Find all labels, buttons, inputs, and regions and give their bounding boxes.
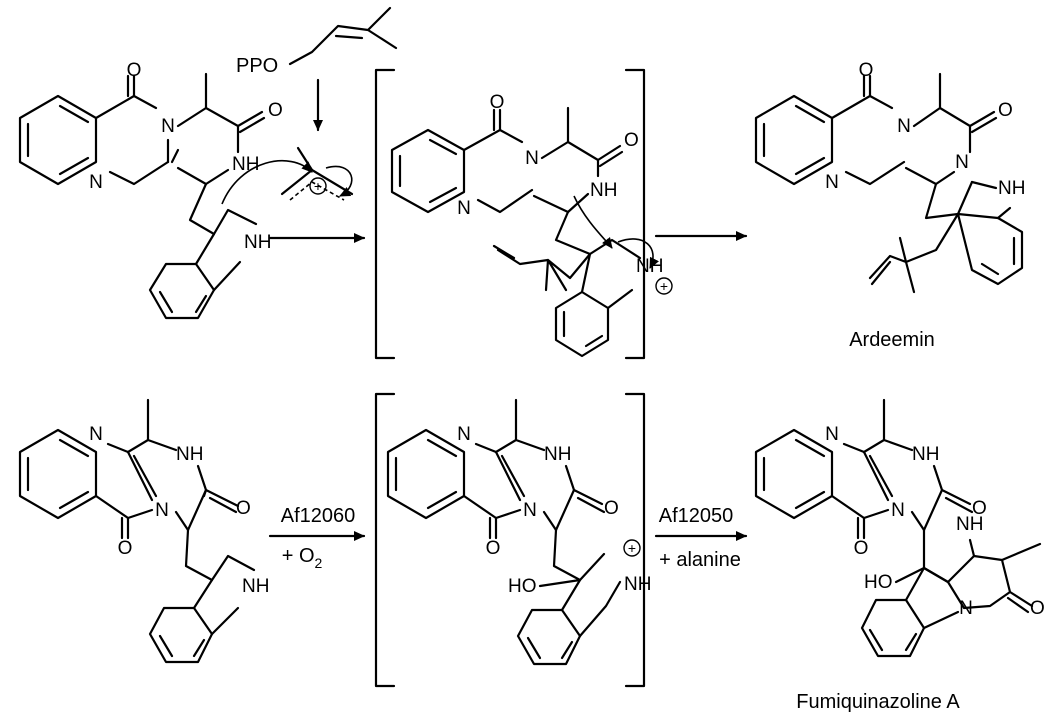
amide-nh: NH	[176, 444, 203, 465]
carbonyl-oxygen: O	[236, 498, 251, 519]
indolium-nh: NH	[624, 574, 651, 595]
bracket-right-top	[624, 68, 646, 360]
bracket-right-bottom	[624, 392, 646, 688]
bracket-left-top	[374, 68, 396, 360]
curly-arrow-attack	[221, 159, 313, 205]
top-intermediate-molecule: O N N O NH NH +	[390, 92, 673, 358]
carbonyl-oxygen: O	[859, 60, 874, 81]
indole-nh: NH	[244, 232, 271, 253]
bottom-substrate-molecule: N N NH O O NH	[18, 398, 269, 664]
carbonyl-oxygen: O	[486, 538, 501, 559]
fumiquinazoline-a-molecule: N N NH O O HO NH N O	[754, 398, 1045, 658]
ring-nitrogen: N	[523, 500, 537, 521]
indoline-nh: NH	[998, 178, 1025, 199]
enzyme-af12050: Af12050	[659, 505, 734, 527]
bottom-intermediate-molecule: N N NH O O HO NH +	[386, 398, 651, 666]
fumiquinazoline-a-label: Fumiquinazoline A	[796, 691, 960, 713]
prenyl-cation: +	[280, 146, 354, 201]
ring-nitrogen: N	[161, 116, 175, 137]
amide-nh: NH	[544, 444, 571, 465]
ring-nitrogen: N	[897, 116, 911, 137]
top-substrate-molecule: O N N O NH NH	[18, 60, 283, 320]
cation-charge: +	[314, 178, 322, 194]
ring-nitrogen: N	[89, 172, 103, 193]
ardeemin-label: Ardeemin	[849, 329, 935, 351]
ring-nitrogen: N	[457, 198, 471, 219]
carbonyl-oxygen: O	[624, 130, 639, 151]
ring-nitrogen: N	[457, 424, 471, 445]
carbonyl-oxygen: O	[854, 538, 869, 559]
hydroxyl: HO	[508, 576, 537, 597]
ardeemin-molecule: O N N O N NH	[754, 60, 1025, 294]
alanine-reagent: + alanine	[659, 549, 741, 571]
bracket-left-bottom	[374, 392, 396, 688]
ring-nitrogen: N	[89, 424, 103, 445]
ring-nitrogen: N	[155, 500, 169, 521]
carbonyl-oxygen: O	[490, 92, 505, 113]
prenyl-diphosphate: PPO	[236, 6, 398, 77]
ppo-label: PPO	[236, 55, 278, 77]
indolium-nh: NH	[636, 256, 663, 277]
enzyme-af12060: Af12060	[281, 505, 356, 527]
curly-arrow-iminium	[617, 238, 659, 269]
ring-nitrogen: N	[959, 598, 973, 619]
ring-nitrogen: N	[825, 424, 839, 445]
oxygen-reagent: + O2	[282, 545, 323, 571]
imidazolone-nh: NH	[956, 514, 983, 535]
carbonyl-oxygen: O	[268, 100, 283, 121]
carbonyl-oxygen: O	[127, 60, 142, 81]
indolium-charge: +	[660, 278, 668, 294]
curly-arrow-cation	[325, 165, 353, 197]
amide-nh: NH	[590, 180, 617, 201]
amide-nh: NH	[912, 444, 939, 465]
carbonyl-oxygen: O	[972, 498, 987, 519]
carbonyl-oxygen: O	[118, 538, 133, 559]
indolium-charge: +	[628, 540, 636, 556]
carbonyl-oxygen: O	[1030, 598, 1045, 619]
carbonyl-oxygen: O	[998, 100, 1013, 121]
hydroxyl: HO	[864, 572, 893, 593]
ring-nitrogen: N	[955, 152, 969, 173]
carbonyl-oxygen: O	[604, 498, 619, 519]
ring-nitrogen: N	[891, 500, 905, 521]
curly-arrow-cyclize	[573, 195, 613, 249]
indole-nh: NH	[242, 576, 269, 597]
ring-nitrogen: N	[825, 172, 839, 193]
ring-nitrogen: N	[525, 148, 539, 169]
amide-nh: NH	[232, 154, 259, 175]
